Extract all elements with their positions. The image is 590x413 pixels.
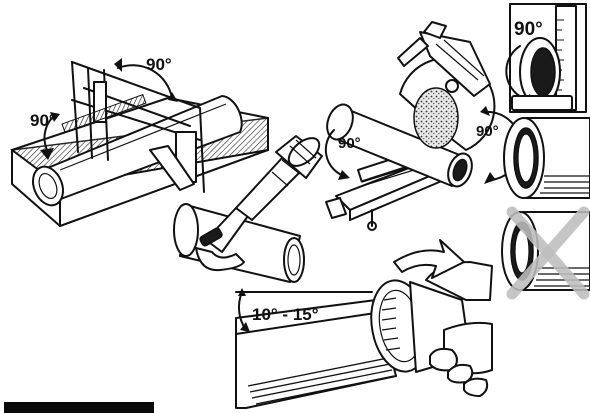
angle-label-miter-left: 90°: [30, 111, 56, 130]
angle-label-saw-left: 90°: [338, 135, 361, 152]
correct-cut-figure: [503, 117, 590, 199]
angle-label-chamfer: 10° - 15°: [252, 305, 319, 324]
square-check-figure: [505, 3, 587, 113]
reamer-chamfer-figure: [235, 239, 493, 409]
caption-bar: [4, 402, 154, 413]
angle-label-square-check: 90°: [514, 19, 543, 40]
angle-label-saw-right: 90°: [476, 123, 499, 140]
incorrect-cut-figure: [501, 206, 590, 300]
chop-saw-figure: [324, 21, 523, 231]
pipe-cutter-figure: [173, 135, 323, 283]
angle-label-miter-top: 90°: [146, 55, 172, 74]
miter-box-figure: [10, 58, 269, 227]
